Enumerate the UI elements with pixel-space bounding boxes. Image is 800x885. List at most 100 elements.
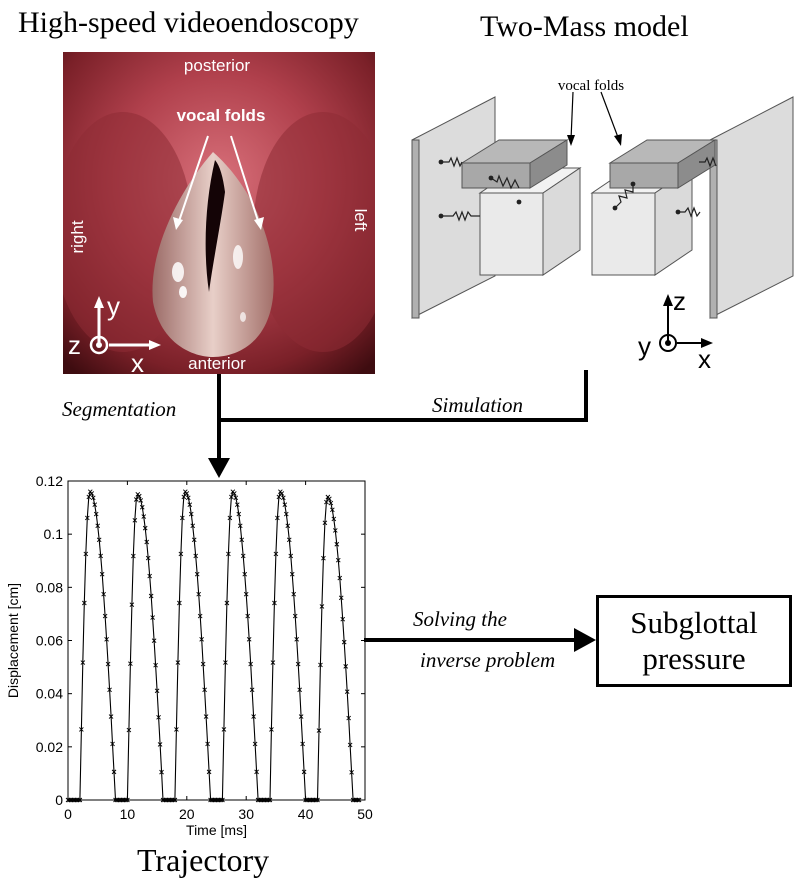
model-axis-y: y: [638, 331, 651, 361]
data-point-marker: [125, 797, 130, 803]
data-point-marker: [188, 511, 194, 517]
data-point-marker: [102, 613, 108, 619]
data-point-marker: [154, 688, 160, 694]
data-point-marker: [246, 637, 252, 642]
data-point-marker: [346, 715, 351, 721]
x-axis-label: Time [ms]: [186, 822, 247, 838]
data-point-marker: [291, 591, 297, 597]
trajectory-title: Trajectory: [137, 842, 270, 878]
y-tick-label: 0.02: [36, 739, 63, 755]
data-point-marker: [347, 742, 353, 748]
data-point-marker: [295, 661, 301, 667]
data-point-marker: [340, 616, 346, 622]
data-point-marker: [174, 727, 179, 732]
data-point-marker: [335, 557, 341, 563]
left-wall: [411, 96, 496, 319]
axis-label-z: z: [68, 330, 81, 360]
data-point-marker: [145, 555, 151, 561]
data-point-marker: [107, 687, 112, 693]
data-point-marker: [193, 553, 199, 559]
data-point-marker: [234, 502, 240, 508]
data-point-marker: [205, 741, 210, 747]
two-mass-diagram: vocal folds z y x: [411, 78, 794, 374]
data-point-marker: [150, 615, 155, 620]
simulation-label: Simulation: [432, 393, 524, 417]
data-point-marker: [172, 797, 178, 803]
solving-arrowhead: [574, 628, 596, 652]
right-wall: [709, 96, 794, 319]
data-point-marker: [227, 515, 233, 521]
data-point-marker: [136, 493, 142, 499]
data-point-marker: [223, 660, 228, 665]
data-point-marker: [90, 495, 96, 501]
data-point-marker: [226, 551, 231, 557]
data-point-marker: [289, 571, 295, 577]
data-point-marker: [197, 613, 203, 619]
data-point-marker: [178, 551, 184, 557]
data-point-marker: [110, 741, 115, 747]
y-tick-label: 0.04: [36, 686, 63, 702]
model-axis-z: z: [673, 286, 686, 316]
data-point-marker: [332, 528, 338, 533]
y-tick-label: 0.1: [44, 526, 64, 542]
data-point-marker: [283, 511, 289, 517]
data-point-marker: [151, 638, 157, 644]
data-point-marker: [156, 714, 161, 720]
data-point-marker: [139, 504, 145, 510]
endoscopy-photo: posterior anterior vocal folds right lef…: [63, 52, 375, 374]
data-point-marker: [82, 600, 87, 606]
data-point-marker: [275, 515, 280, 521]
data-point-marker: [142, 525, 148, 531]
data-point-marker: [190, 523, 196, 529]
model-title: Two-Mass model: [480, 10, 689, 43]
data-point-marker: [95, 523, 101, 529]
data-point-marker: [83, 551, 89, 557]
data-point-marker: [254, 769, 259, 775]
data-point-marker: [322, 520, 328, 526]
data-point-marker: [196, 591, 201, 597]
data-point-marker: [203, 714, 209, 719]
label-right: right: [68, 220, 87, 253]
data-point-marker: [111, 769, 117, 775]
data-point-marker: [105, 661, 111, 667]
data-point-marker: [343, 664, 349, 669]
data-point-marker: [175, 660, 181, 665]
axis-label-y: y: [107, 291, 120, 321]
data-point-marker: [153, 662, 158, 668]
data-point-marker: [242, 571, 248, 577]
solving-label-line1: Solving the: [413, 607, 507, 631]
data-point-marker: [123, 797, 129, 803]
data-point-marker: [267, 797, 273, 803]
data-point-marker: [279, 491, 285, 496]
data-point-marker: [129, 602, 135, 608]
data-point-marker: [292, 613, 298, 619]
data-point-marker: [132, 518, 138, 523]
data-point-marker: [187, 502, 193, 508]
data-point-marker: [232, 491, 237, 496]
data-point-marker: [84, 515, 90, 521]
springs: [441, 156, 717, 222]
model-axis-x: x: [698, 344, 711, 374]
data-point-marker: [236, 511, 242, 517]
data-point-marker: [224, 600, 230, 606]
data-point-marker: [220, 797, 225, 803]
x-tick-label: 20: [179, 806, 195, 822]
data-point-marker: [338, 595, 344, 601]
label-posterior: posterior: [184, 56, 250, 75]
data-point-marker: [273, 551, 279, 557]
segmentation-label: Segmentation: [62, 397, 177, 421]
data-point-marker: [341, 639, 347, 645]
displacement-series: [68, 490, 360, 801]
data-point-marker: [218, 797, 224, 803]
data-point-marker: [248, 661, 253, 667]
data-point-marker: [318, 662, 323, 668]
x-tick-label: 10: [120, 806, 136, 822]
data-point-marker: [148, 593, 154, 599]
x-tick-label: 40: [298, 806, 314, 822]
endoscopy-image: posterior anterior vocal folds right lef…: [63, 52, 375, 374]
data-point-marker: [356, 797, 362, 803]
data-point-marker: [99, 571, 105, 577]
data-point-marker: [334, 541, 340, 547]
